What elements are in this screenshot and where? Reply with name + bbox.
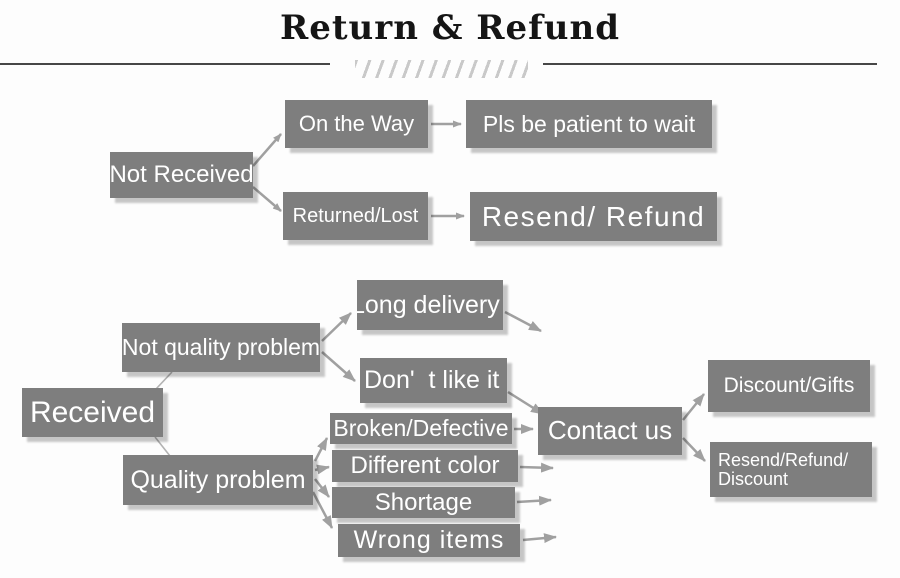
node-label: On the Way (298, 111, 415, 137)
node-label: Received (29, 395, 156, 429)
node-label: Shortage (374, 488, 473, 516)
title-rule-left (0, 63, 330, 65)
page-title: Return & Refund (279, 8, 621, 48)
node-dont-like-it: Don' t like it (360, 358, 507, 403)
node-not-quality-problem: Not quality problem (122, 323, 320, 372)
node-label: Not Received (110, 161, 253, 189)
node-resend-refund-discount: Resend/Refund/ Discount (710, 442, 872, 497)
node-not-received: Not Received (110, 152, 253, 198)
node-contact-us: Contact us (538, 407, 682, 455)
node-shortage: Shortage (332, 487, 515, 518)
node-label: Quality problem (130, 465, 306, 494)
node-label: Discount/Gifts (723, 373, 855, 397)
node-label: Not quality problem (122, 334, 320, 361)
node-discount-gifts: Discount/Gifts (708, 360, 870, 412)
node-on-the-way: On the Way (285, 100, 428, 148)
hatch-decoration (355, 60, 528, 78)
node-label: Long delivery (357, 290, 500, 319)
node-label: Contact us (547, 415, 673, 446)
node-returned-lost: Returned/Lost (283, 192, 428, 240)
node-label: Wrong items (353, 526, 505, 555)
node-label: Returned/Lost (292, 204, 419, 227)
node-quality-problem: Quality problem (123, 455, 313, 505)
node-long-delivery: Long delivery (357, 280, 503, 330)
node-label: Don' t like it (364, 366, 500, 395)
node-resend-refund: Resend/ Refund (470, 192, 717, 241)
node-label: Resend/Refund/ Discount (718, 449, 849, 489)
node-pls-be-patient: Pls be patient to wait (466, 100, 712, 148)
node-received: Received (22, 388, 163, 437)
node-label: Different color (350, 452, 500, 480)
node-wrong-items: Wrong items (338, 524, 520, 557)
node-label: Resend/ Refund (481, 200, 706, 232)
node-label: Broken/Defective (333, 415, 509, 442)
node-label: Pls be patient to wait (482, 110, 696, 137)
node-different-color: Different color (332, 450, 518, 482)
title-rule-right (543, 63, 877, 65)
node-broken-defective: Broken/Defective (330, 413, 512, 444)
